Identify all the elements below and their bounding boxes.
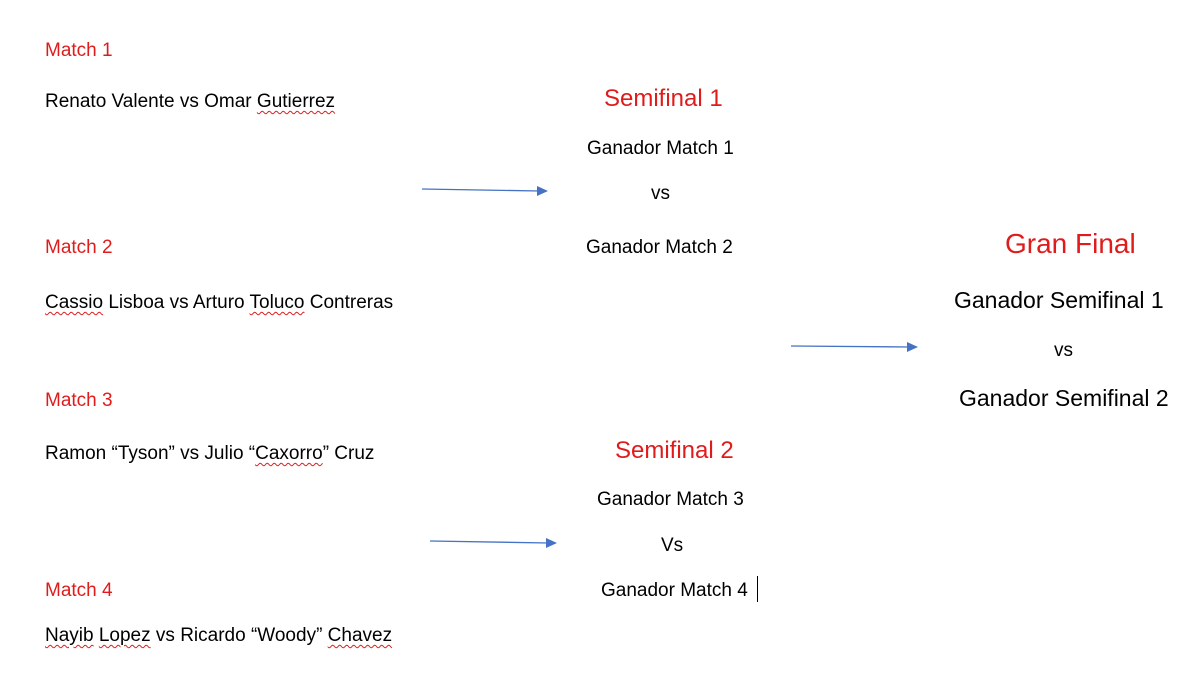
- match-2-fighters: Cassio Lisboa vs Arturo Toluco Contreras: [45, 293, 393, 312]
- match-4-spell-chavez: Chavez: [327, 625, 393, 646]
- arrow-to-semifinal-1: [421, 186, 548, 196]
- match-2-spell-toluco: Toluco: [249, 292, 305, 313]
- match-3-label: Match 3: [45, 390, 113, 411]
- final-top: Ganador Semifinal 1: [954, 287, 1164, 313]
- text-cursor: [757, 576, 758, 602]
- match-2-text-c: Contreras: [304, 292, 394, 313]
- semifinal-2-title: Semifinal 2: [615, 437, 734, 464]
- match-1-text-a: Renato Valente vs Omar: [45, 91, 257, 112]
- match-2-label: Match 2: [45, 237, 113, 258]
- final-title: Gran Final: [1005, 228, 1136, 259]
- match-3-fighters: Ramon “Tyson” vs Julio “Caxorro” Cruz: [45, 444, 374, 463]
- match-1-label: Match 1: [45, 40, 113, 61]
- final-bottom: Ganador Semifinal 2: [959, 385, 1169, 411]
- match-2-spell-cassio: Cassio: [45, 292, 104, 313]
- match-1-fighters: Renato Valente vs Omar Gutierrez: [45, 92, 335, 111]
- semifinal-2-top: Ganador Match 3: [597, 489, 744, 510]
- match-2-text-b: Lisboa vs Arturo: [103, 292, 250, 313]
- match-4-spell-nayib: Nayib: [45, 625, 94, 646]
- semifinal-1-top: Ganador Match 1: [587, 138, 734, 159]
- semifinal-1-bottom: Ganador Match 2: [586, 237, 733, 258]
- final-vs: vs: [1054, 340, 1073, 361]
- arrow-to-final: [790, 342, 918, 352]
- semifinal-1-title: Semifinal 1: [604, 85, 723, 112]
- semifinal-2-bottom: Ganador Match 4: [601, 580, 748, 601]
- match-3-text-a: Ramon “Tyson” vs Julio “: [45, 443, 256, 464]
- match-4-fighters: Nayib Lopez vs Ricardo “Woody” Chavez: [45, 626, 392, 645]
- match-1-spell-gutierrez: Gutierrez: [256, 91, 336, 112]
- match-4-spell-lopez: Lopez: [98, 625, 151, 646]
- match-4-text-c: vs Ricardo “Woody”: [150, 625, 328, 646]
- semifinal-1-vs: vs: [651, 183, 670, 204]
- match-3-text-b: ” Cruz: [322, 443, 375, 464]
- semifinal-2-vs: Vs: [661, 535, 684, 556]
- match-4-label: Match 4: [45, 580, 113, 601]
- match-3-spell-caxorro: Caxorro: [255, 443, 323, 464]
- arrow-to-semifinal-2: [429, 538, 557, 548]
